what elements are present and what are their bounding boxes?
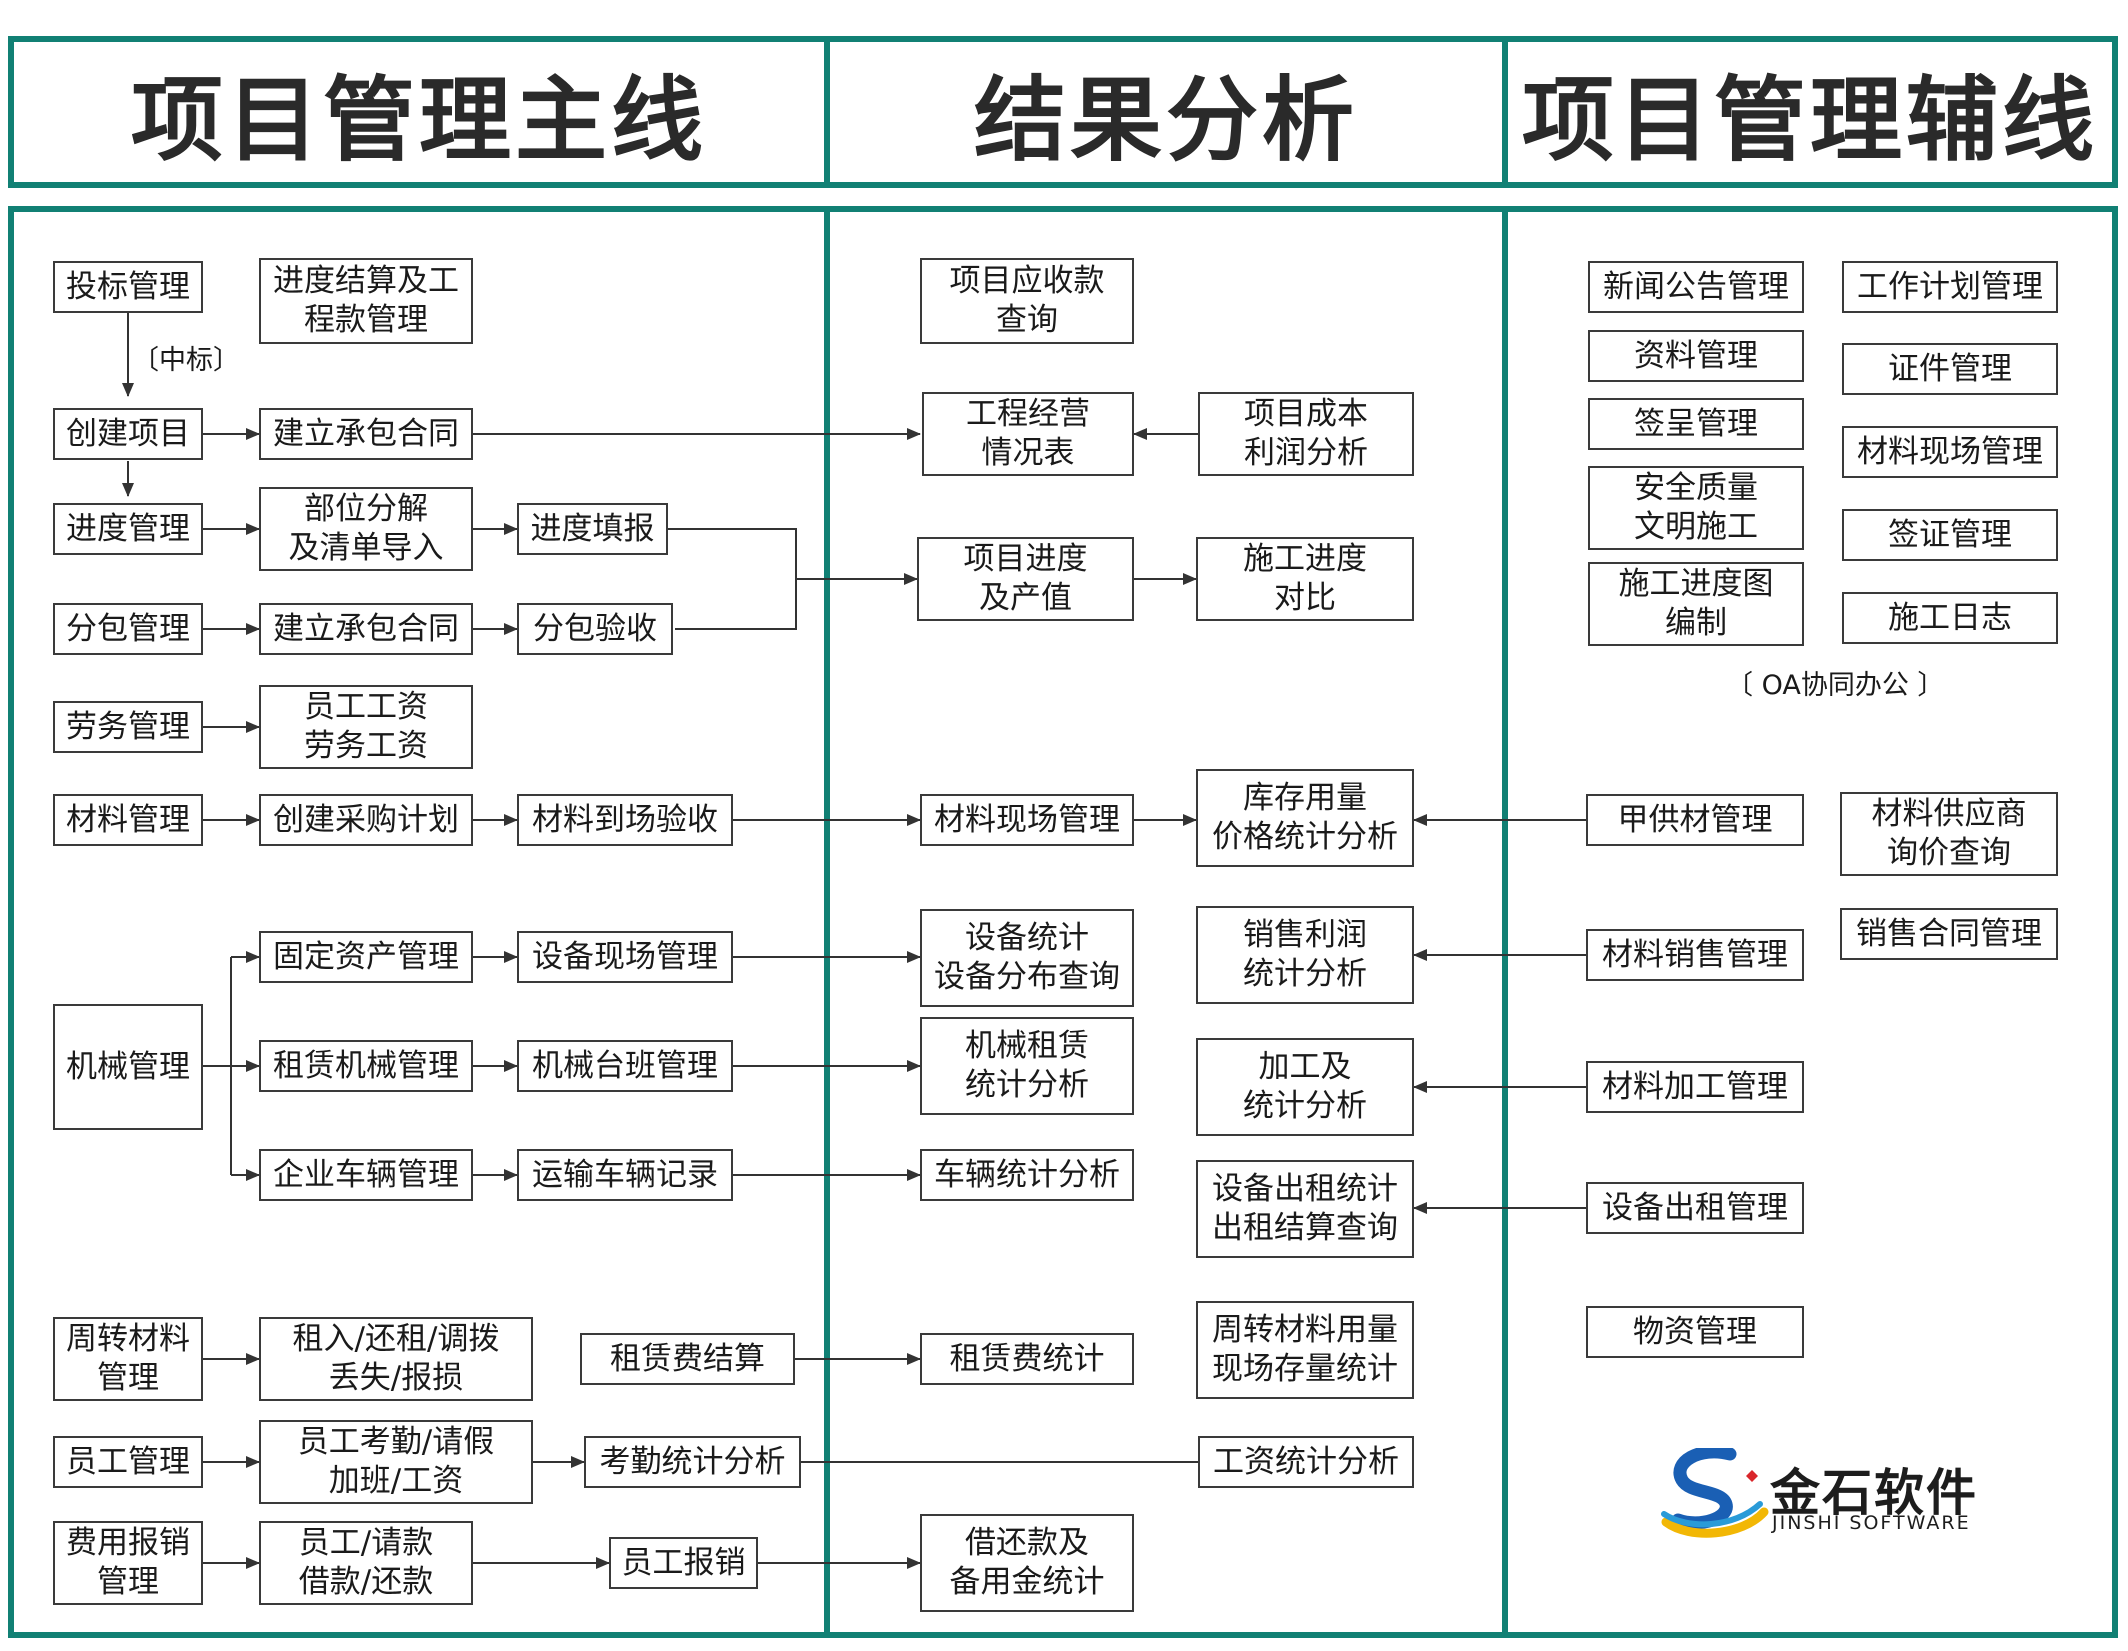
- node-rent-out[interactable]: 设备出租管理: [1586, 1182, 1804, 1234]
- header-main: 项目管理主线: [8, 36, 830, 188]
- node-turnover[interactable]: 周转材料 管理: [53, 1317, 203, 1401]
- node-wages[interactable]: 员工工资 劳务工资: [259, 685, 473, 769]
- node-mat-sales[interactable]: 材料销售管理: [1586, 929, 1804, 981]
- node-bid[interactable]: 投标管理: [53, 261, 203, 313]
- node-process-stats[interactable]: 加工及 统计分析: [1196, 1038, 1414, 1136]
- jinshi-logo-icon: [1661, 1448, 1769, 1538]
- header-analysis: 结果分析: [824, 36, 1508, 188]
- node-equip-site[interactable]: 设备现场管理: [517, 931, 733, 983]
- node-cost-profit[interactable]: 项目成本 利润分析: [1198, 392, 1414, 476]
- node-equip-stats[interactable]: 设备统计 设备分布查询: [920, 909, 1134, 1007]
- oa-note: 〔 OA协同办公 〕: [1726, 670, 1945, 701]
- node-safety[interactable]: 安全质量 文明施工: [1588, 466, 1804, 550]
- node-purchase-plan[interactable]: 创建采购计划: [259, 794, 473, 846]
- node-sub-accept[interactable]: 分包验收: [517, 603, 673, 655]
- node-goods[interactable]: 物资管理: [1586, 1306, 1804, 1358]
- node-rent-settle[interactable]: 租赁费结算: [580, 1333, 795, 1385]
- node-site-material[interactable]: 材料现场管理: [920, 794, 1134, 846]
- node-sales-profit[interactable]: 销售利润 统计分析: [1196, 906, 1414, 1004]
- node-vehicle-stats[interactable]: 车辆统计分析: [920, 1149, 1134, 1201]
- node-vehicles[interactable]: 企业车辆管理: [259, 1149, 473, 1201]
- node-supplied-mat[interactable]: 甲供材管理: [1586, 794, 1804, 846]
- node-subcontract[interactable]: 分包管理: [53, 603, 203, 655]
- node-docs[interactable]: 资料管理: [1588, 330, 1804, 382]
- node-turnover-stats[interactable]: 周转材料用量 现场存量统计: [1196, 1301, 1414, 1399]
- header-aux: 项目管理辅线: [1502, 36, 2118, 188]
- logo-name: 金石软件: [1770, 1464, 1978, 1522]
- node-supplier-query[interactable]: 材料供应商 询价查询: [1840, 792, 2058, 876]
- logo-sub: JINSHI SOFTWARE: [1772, 1512, 1971, 1534]
- node-proj-progress[interactable]: 项目进度 及产值: [917, 537, 1134, 621]
- node-rent-ops[interactable]: 租入/还租/调拨 丢失/报损: [259, 1317, 533, 1401]
- node-progress-mgmt[interactable]: 进度管理: [53, 503, 203, 555]
- node-petty-cash[interactable]: 借还款及 备用金统计: [920, 1514, 1134, 1612]
- node-visa[interactable]: 签证管理: [1842, 509, 2058, 561]
- node-expense[interactable]: 费用报销 管理: [53, 1521, 203, 1605]
- node-transport[interactable]: 运输车辆记录: [517, 1149, 733, 1201]
- node-reimburse[interactable]: 员工报销: [609, 1537, 758, 1589]
- node-progress-settle[interactable]: 进度结算及工 程款管理: [259, 258, 473, 344]
- win-bid-note: 〔中标〕: [132, 345, 240, 376]
- node-attend-stats[interactable]: 考勤统计分析: [584, 1436, 801, 1488]
- node-decompose[interactable]: 部位分解 及清单导入: [259, 487, 473, 571]
- node-machine-shift[interactable]: 机械台班管理: [517, 1040, 733, 1092]
- node-submit[interactable]: 签呈管理: [1588, 398, 1804, 450]
- node-work-plan[interactable]: 工作计划管理: [1842, 261, 2058, 313]
- node-machine-rent-stats[interactable]: 机械租赁 统计分析: [920, 1017, 1134, 1115]
- node-attendance[interactable]: 员工考勤/请假 加班/工资: [259, 1420, 533, 1504]
- node-staff[interactable]: 员工管理: [53, 1436, 203, 1488]
- node-progress-fill[interactable]: 进度填报: [517, 503, 668, 555]
- node-arrival-accept[interactable]: 材料到场验收: [517, 794, 733, 846]
- node-rentout-stats[interactable]: 设备出租统计 出租结算查询: [1196, 1160, 1414, 1258]
- node-mat-process[interactable]: 材料加工管理: [1586, 1061, 1804, 1113]
- node-wage-stats[interactable]: 工资统计分析: [1198, 1436, 1414, 1488]
- node-log[interactable]: 施工日志: [1842, 592, 2058, 644]
- node-loan[interactable]: 员工/请款 借款/还款: [259, 1521, 473, 1605]
- node-sales-contract[interactable]: 销售合同管理: [1840, 908, 2058, 960]
- node-news[interactable]: 新闻公告管理: [1588, 261, 1804, 313]
- node-machinery[interactable]: 机械管理: [53, 1004, 203, 1130]
- node-material[interactable]: 材料管理: [53, 794, 203, 846]
- node-eng-ops[interactable]: 工程经营 情况表: [922, 392, 1134, 476]
- node-contract-1[interactable]: 建立承包合同: [259, 408, 473, 460]
- node-schedule-chart[interactable]: 施工进度图 编制: [1588, 562, 1804, 646]
- node-construct-compare[interactable]: 施工进度 对比: [1196, 537, 1414, 621]
- node-certs[interactable]: 证件管理: [1842, 343, 2058, 395]
- node-receivable[interactable]: 项目应收款 查询: [920, 258, 1134, 344]
- node-contract-2[interactable]: 建立承包合同: [259, 603, 473, 655]
- node-labor[interactable]: 劳务管理: [53, 701, 203, 753]
- node-fixed-asset[interactable]: 固定资产管理: [259, 931, 473, 983]
- node-create-project[interactable]: 创建项目: [53, 408, 203, 460]
- node-inventory[interactable]: 库存用量 价格统计分析: [1196, 769, 1414, 867]
- node-mat-site-aux[interactable]: 材料现场管理: [1842, 426, 2058, 478]
- node-rent-machine[interactable]: 租赁机械管理: [259, 1040, 473, 1092]
- node-rent-stats[interactable]: 租赁费统计: [920, 1333, 1134, 1385]
